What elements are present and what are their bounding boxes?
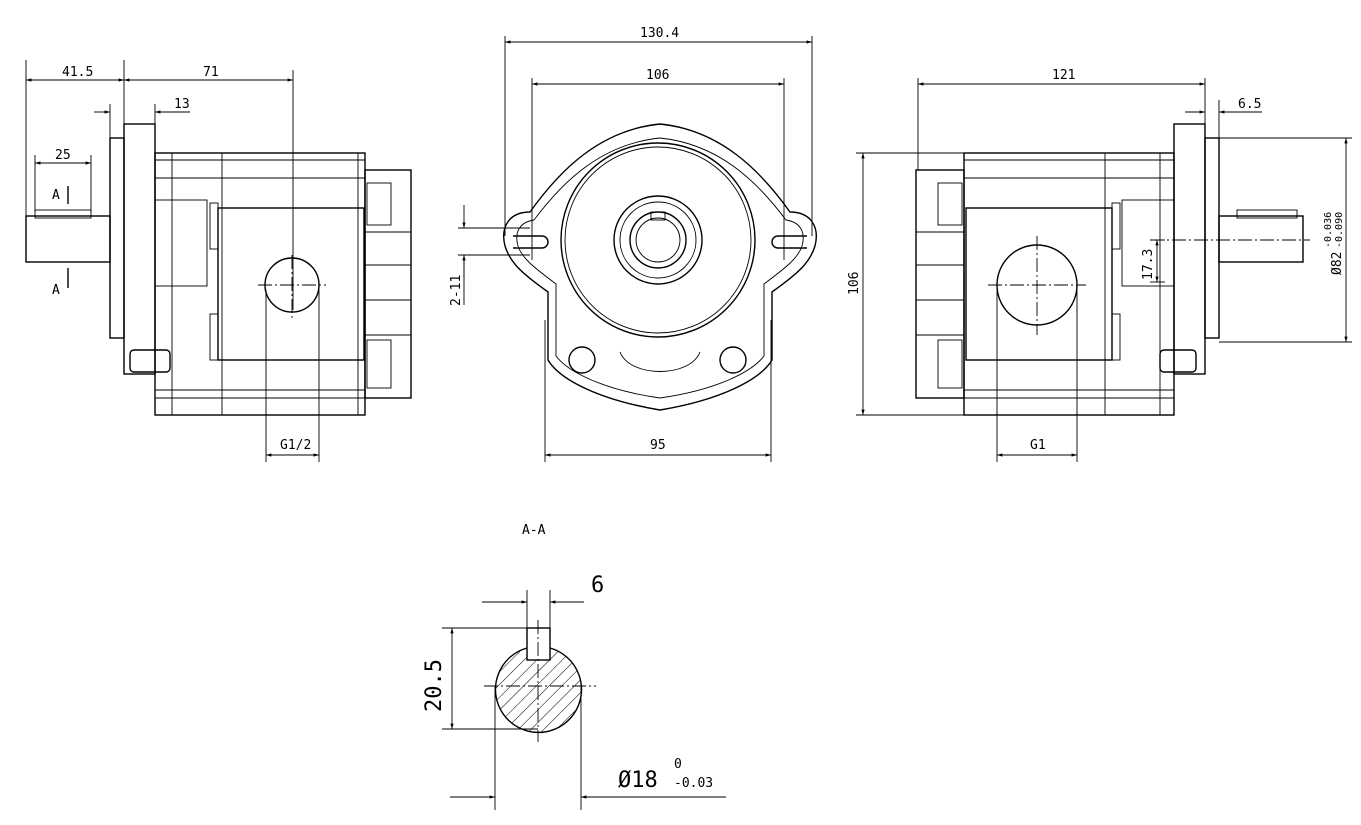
dim-17-3: 17.3 [1141,249,1156,280]
dim-106-side: 106 [847,272,862,295]
section-title: A-A [522,523,546,538]
dim-key-depth: 20.5 [422,659,447,712]
dim-41-5: 41.5 [62,65,93,80]
dim-shaft-tol-upper: 0 [674,757,682,772]
side-view-left: A A 41.5 71 13 25 G1/2 [25,60,412,462]
dim-71: 71 [203,65,219,80]
dim-key-width: 6 [591,573,604,598]
dim-pilot-tol-lower: -0.090 [1334,212,1345,248]
section-view-a-a: A-A 6 20.5 Ø18 0 -0.03 [422,523,726,810]
dim-g1-2: G1/2 [280,438,311,453]
dim-121: 121 [1052,68,1075,83]
section-mark-bottom: A [52,283,60,298]
section-mark-top: A [52,188,60,203]
dim-pilot-tol-upper: -0.036 [1323,212,1334,248]
dim-6-5: 6.5 [1238,97,1261,112]
dim-pilot-diameter: Ø82 [1330,252,1345,275]
dim-shaft-diameter: Ø18 [618,768,658,793]
dim-25: 25 [55,148,71,163]
dim-95: 95 [650,438,666,453]
dim-g1: G1 [1030,438,1046,453]
dim-130-4: 130.4 [640,26,679,41]
dim-shaft-tol-lower: -0.03 [674,776,713,791]
dim-106-front: 106 [646,68,669,83]
side-view-right: 121 6.5 106 Ø82 -0.036 -0.090 17.3 G1 [847,68,1352,462]
dim-2-11: 2-11 [449,275,464,306]
dim-13: 13 [174,97,190,112]
front-view: 130.4 106 95 2-11 [449,26,817,462]
